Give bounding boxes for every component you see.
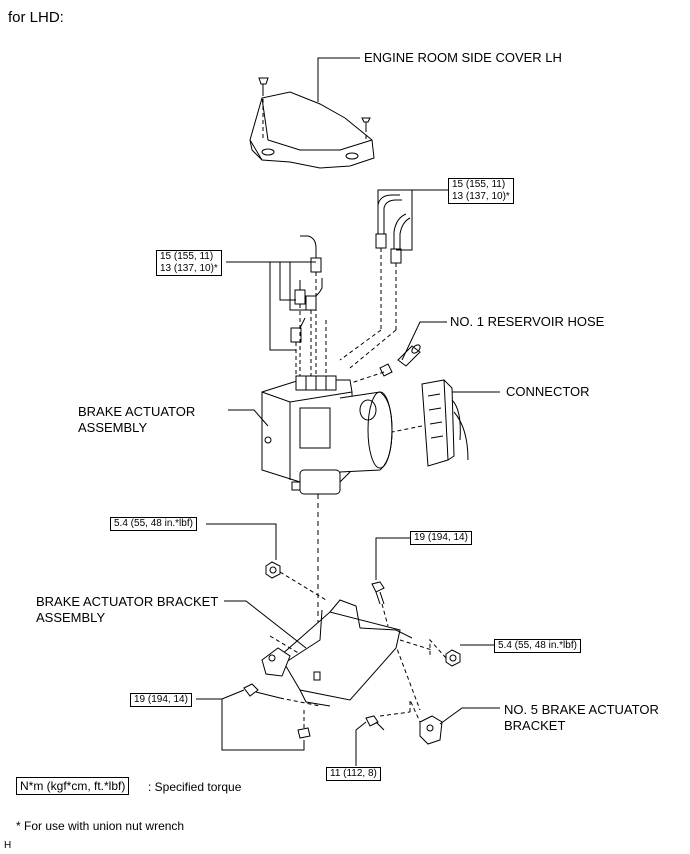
actuator-drawing <box>261 375 393 495</box>
nut-right-drawing <box>399 638 461 667</box>
label-no5-bracket-line1: NO. 5 BRAKE ACTUATOR <box>504 702 659 717</box>
label-engine-room-side-cover: ENGINE ROOM SIDE COVER LH <box>364 50 562 65</box>
no5-bracket-drawing <box>409 699 443 745</box>
label-no5-bracket-line2: BRACKET <box>504 718 566 733</box>
left-brake-tubes <box>290 235 327 380</box>
corner-mark: H <box>4 840 12 851</box>
label-brake-actuator-line1: BRAKE ACTUATOR <box>78 404 196 419</box>
label-connector: CONNECTOR <box>506 384 590 399</box>
torque-right-tubes: 15 (155, 11) 13 (137, 10)* <box>448 178 514 204</box>
label-bracket-assembly-line1: BRAKE ACTUATOR BRACKET <box>36 594 219 609</box>
torque-bolt-left: 19 (194, 14) <box>130 693 192 707</box>
torque-bolt-bottom: 11 (112, 8) <box>326 767 381 781</box>
reservoir-hose-drawing <box>344 344 421 386</box>
label-bracket-assembly-line2: ASSEMBLY <box>36 610 106 625</box>
legend-unit-box: N*m (kgf*cm, ft.*lbf) <box>16 777 130 795</box>
torque-value: 15 (155, 11) <box>452 179 506 190</box>
torque-value: 15 (155, 11) <box>160 251 214 262</box>
label-brake-actuator-line2: ASSEMBLY <box>78 420 148 435</box>
torque-bolt-center: 19 (194, 14) <box>410 531 472 545</box>
cover-leader <box>317 57 360 102</box>
torque-nut-left: 5.4 (55, 48 in.*lbf) <box>110 517 197 531</box>
variant-heading: for LHD: <box>8 9 64 26</box>
bolt-under-drawing <box>297 710 311 739</box>
nut-left-drawing <box>265 561 327 601</box>
torque-value: 13 (137, 10)* <box>160 263 218 274</box>
right-brake-tubes <box>375 194 411 330</box>
connector-drawing <box>391 379 469 467</box>
legend-unit-description: : Specified torque <box>148 780 242 794</box>
label-no1-reservoir-hose: NO. 1 RESERVOIR HOSE <box>450 314 605 329</box>
footnote: * For use with union nut wrench <box>16 819 185 833</box>
engine-cover-drawing <box>249 77 375 169</box>
bolt-left-drawing <box>243 683 321 707</box>
torque-value: 13 (137, 10)* <box>452 191 510 202</box>
bolt-bottom-drawing <box>365 711 411 731</box>
torque-left-tubes: 15 (155, 11) 13 (137, 10)* <box>156 250 222 276</box>
bracket-assembly-drawing <box>261 599 413 707</box>
torque-nut-right: 5.4 (55, 48 in.*lbf) <box>494 639 581 653</box>
